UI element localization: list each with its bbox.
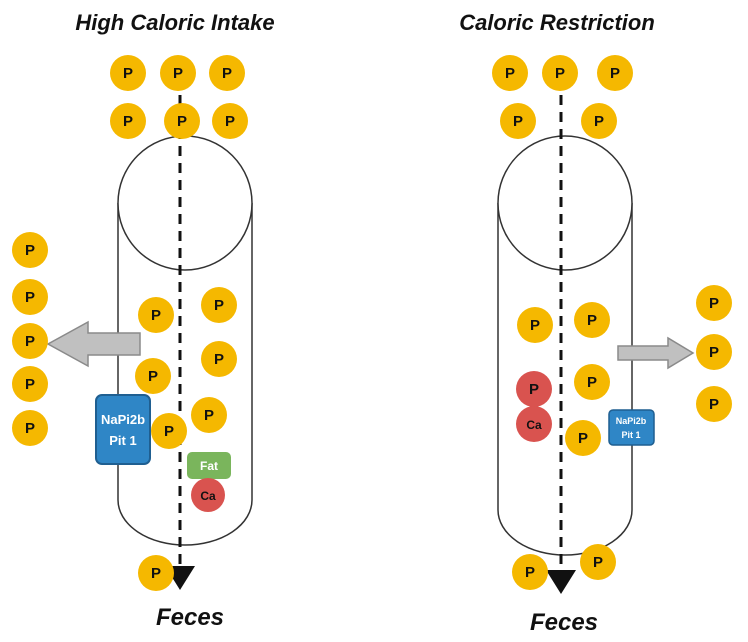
svg-text:P: P <box>594 113 604 130</box>
svg-text:Pit 1: Pit 1 <box>621 430 640 440</box>
phosphate-ball: P <box>12 323 48 359</box>
intestine-high-caloric <box>117 135 253 546</box>
svg-text:P: P <box>123 65 133 82</box>
phosphate-calcium-complex: P Ca <box>516 371 552 442</box>
svg-text:P: P <box>610 65 620 82</box>
svg-text:P: P <box>164 423 174 440</box>
title-caloric-restriction: Caloric Restriction <box>459 10 655 35</box>
svg-text:P: P <box>587 312 597 329</box>
svg-text:Pit 1: Pit 1 <box>109 433 136 448</box>
calcium-ball-left: Ca <box>191 478 225 512</box>
svg-text:P: P <box>593 554 603 571</box>
phosphate-ball: P <box>574 364 610 400</box>
svg-text:P: P <box>709 344 719 361</box>
phosphate-ball: P <box>574 302 610 338</box>
phosphate-balls: P P P P P P P P P P P P P P P P P P P P P P P P P P P P P P P P <box>12 55 732 591</box>
absorption-arrow-large <box>46 320 141 368</box>
svg-text:P: P <box>214 297 224 314</box>
phosphate-ball: P <box>581 103 617 139</box>
svg-text:P: P <box>529 381 539 398</box>
phosphate-ball: P <box>565 420 601 456</box>
phosphate-ball: P <box>201 341 237 377</box>
svg-text:NaPi2b: NaPi2b <box>101 412 145 427</box>
phosphate-ball: P <box>138 297 174 333</box>
svg-text:P: P <box>525 564 535 581</box>
svg-text:Fat: Fat <box>200 459 218 473</box>
phosphate-ball: P <box>500 103 536 139</box>
svg-text:P: P <box>709 295 719 312</box>
phosphate-ball: P <box>512 554 548 590</box>
svg-text:P: P <box>173 65 183 82</box>
phosphate-ball: P <box>110 55 146 91</box>
svg-text:P: P <box>151 307 161 324</box>
feces-label-right: Feces <box>530 609 598 636</box>
svg-text:P: P <box>222 65 232 82</box>
phosphate-ball: P <box>492 55 528 91</box>
svg-text:P: P <box>578 430 588 447</box>
svg-text:P: P <box>25 376 35 393</box>
svg-text:Ca: Ca <box>526 418 542 432</box>
phosphate-ball: P <box>110 103 146 139</box>
phosphate-ball: P <box>542 55 578 91</box>
svg-text:P: P <box>151 565 161 582</box>
phosphate-ball: P <box>12 366 48 402</box>
phosphate-ball: P <box>212 103 248 139</box>
phosphate-ball: P <box>696 386 732 422</box>
phosphate-ball: P <box>160 55 196 91</box>
svg-text:P: P <box>530 317 540 334</box>
phosphate-ball: P <box>12 410 48 446</box>
transporter-napi2b-pit1-right: NaPi2b Pit 1 <box>608 409 655 446</box>
svg-text:P: P <box>204 407 214 424</box>
phosphate-ball: P <box>135 358 171 394</box>
svg-text:P: P <box>177 113 187 130</box>
svg-text:P: P <box>25 242 35 259</box>
svg-text:P: P <box>709 396 719 413</box>
fat-box: Fat <box>187 452 231 479</box>
svg-text:P: P <box>505 65 515 82</box>
title-high-caloric-intake: High Caloric Intake <box>75 10 274 35</box>
phosphate-ball: P <box>12 279 48 315</box>
phosphate-ball: P <box>201 287 237 323</box>
svg-text:P: P <box>25 420 35 437</box>
phosphate-ball: P <box>580 544 616 580</box>
svg-text:P: P <box>225 113 235 130</box>
phosphate-ball: P <box>597 55 633 91</box>
svg-text:P: P <box>513 113 523 130</box>
svg-text:P: P <box>25 333 35 350</box>
phosphate-ball: P <box>696 334 732 370</box>
absorption-arrow-small <box>617 336 695 370</box>
svg-text:P: P <box>587 374 597 391</box>
svg-text:P: P <box>123 113 133 130</box>
phosphate-ball: P <box>164 103 200 139</box>
svg-text:NaPi2b: NaPi2b <box>616 416 647 426</box>
phosphate-ball: P <box>209 55 245 91</box>
phosphate-ball: P <box>517 307 553 343</box>
intestine-caloric-restriction <box>497 135 633 556</box>
phosphate-ball: P <box>191 397 227 433</box>
svg-text:P: P <box>148 368 158 385</box>
phosphate-ball: P <box>12 232 48 268</box>
svg-text:P: P <box>25 289 35 306</box>
svg-text:P: P <box>214 351 224 368</box>
phosphate-ball: P <box>138 555 174 591</box>
feces-label-left: Feces <box>156 604 224 631</box>
svg-text:P: P <box>555 65 565 82</box>
transporter-napi2b-pit1-left: NaPi2b Pit 1 <box>95 394 151 465</box>
phosphate-ball: P <box>696 285 732 321</box>
svg-text:Ca: Ca <box>200 489 216 503</box>
phosphate-ball: P <box>151 413 187 449</box>
